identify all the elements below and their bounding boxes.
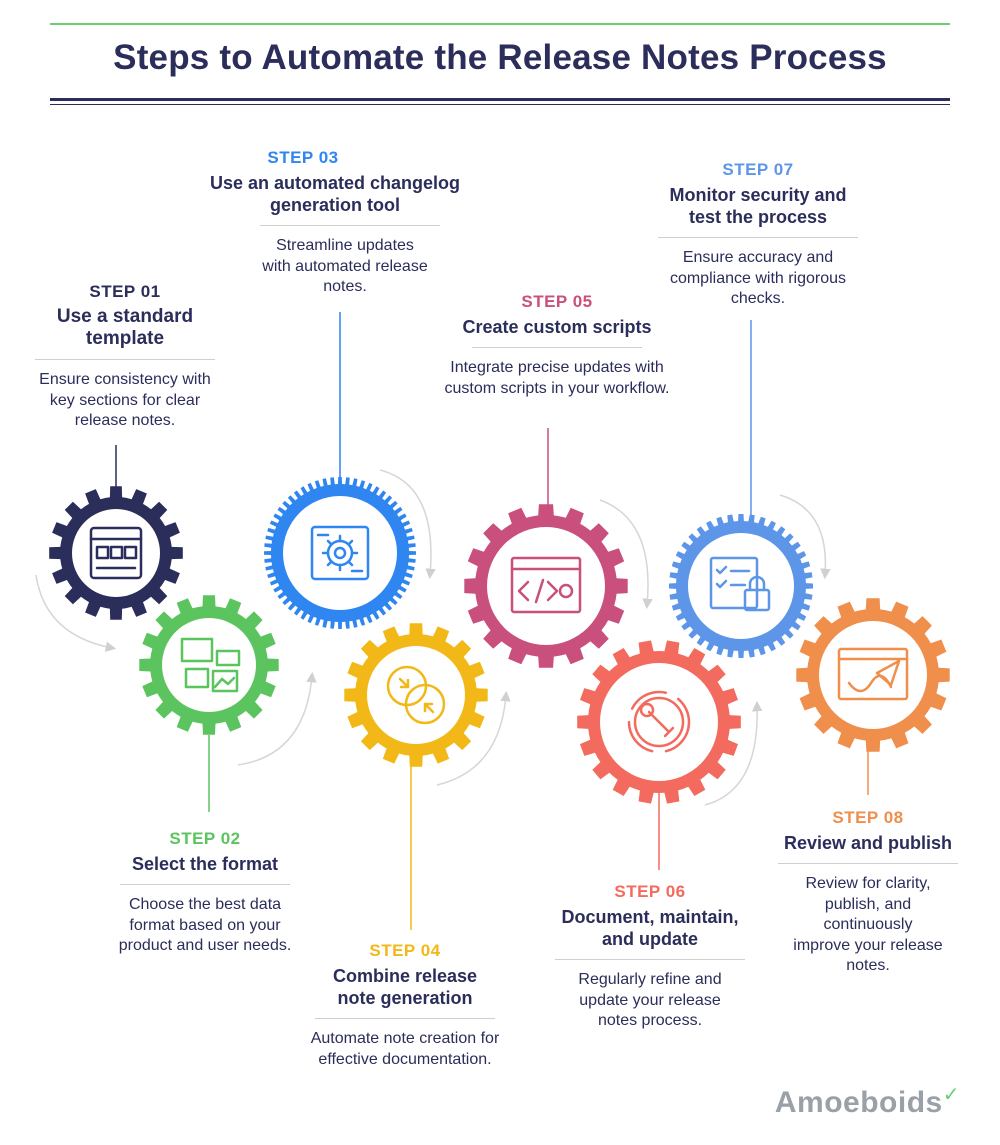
gear-step-01 — [49, 486, 183, 620]
step-03-rule — [260, 225, 440, 226]
gear-center — [367, 646, 465, 744]
step-04: STEP 04 Combine release note generation … — [300, 941, 510, 1070]
arrow-02 — [237, 671, 317, 766]
gear-center — [162, 618, 256, 712]
step-01-desc: Ensure consistency with key sections for… — [39, 371, 211, 429]
step-07-number: STEP 07 — [722, 160, 794, 179]
format-icon — [180, 637, 241, 693]
title-underline-thin — [50, 104, 950, 105]
step-01-rule — [35, 359, 215, 360]
top-divider — [50, 23, 950, 25]
step-07-desc: Ensure accuracy and compliance with rigo… — [669, 249, 847, 307]
gear-settings-icon — [310, 525, 370, 581]
step-06-title: Document, maintain, and update — [561, 907, 739, 949]
gear-center — [283, 496, 397, 610]
step-08-rule — [778, 863, 958, 864]
step-06-rule — [555, 959, 745, 960]
step-01-title: Use a standard template — [56, 306, 194, 349]
gear-step-08 — [796, 598, 950, 752]
step-02-desc: Choose the best data format based on you… — [118, 896, 292, 954]
template-icon — [89, 526, 143, 580]
gear-step-03 — [264, 477, 416, 629]
step-05-desc: Integrate precise updates with custom sc… — [444, 359, 670, 397]
step-05-title: Create custom scripts — [462, 317, 652, 337]
arrow-03 — [379, 469, 436, 580]
step-04-desc: Automate note creation for effective doc… — [310, 1030, 500, 1068]
step-04-number: STEP 04 — [369, 941, 441, 960]
step-05-rule — [472, 347, 642, 348]
arrow-01 — [35, 574, 117, 652]
step-07-rule — [658, 237, 858, 238]
publish-icon — [837, 647, 909, 701]
step-08-number: STEP 08 — [832, 808, 904, 827]
step-02-number: STEP 02 — [169, 829, 241, 848]
step-03-desc: Streamline updates with automated releas… — [262, 237, 428, 295]
arrow-06 — [704, 700, 763, 806]
step-08-title: Review and publish — [783, 833, 953, 853]
arrow-05 — [599, 499, 653, 610]
step-01-number: STEP 01 — [89, 282, 161, 301]
brand-name: Amoeboids — [774, 1086, 943, 1119]
step-03-number: STEP 03 — [267, 148, 339, 167]
gear-step-05 — [464, 504, 628, 668]
security-checklist-icon — [709, 556, 771, 612]
gear-step-06 — [577, 640, 741, 804]
step-08: STEP 08 Review and publish Review for cl… — [770, 808, 966, 977]
maintenance-icon — [627, 690, 691, 754]
gear-step-02 — [139, 595, 279, 735]
title-underline — [50, 98, 950, 101]
page-title: Steps to Automate the Release Notes Proc… — [113, 38, 887, 77]
step-03: STEP 03 Use an automated changelog gener… — [200, 148, 470, 298]
step-05-number: STEP 05 — [521, 292, 593, 311]
step-02-title: Select the format — [131, 854, 279, 874]
step-03-title: Use an automated changelog generation to… — [209, 173, 461, 215]
gear-center — [487, 527, 605, 645]
step-06-number: STEP 06 — [614, 882, 686, 901]
step-08-desc: Review for clarity, publish, and continu… — [793, 875, 943, 974]
leaf-icon: ✓ — [942, 1084, 960, 1106]
step-06-desc: Regularly refine and update your release… — [578, 971, 722, 1029]
step-01: STEP 01 Use a standard template Ensure c… — [25, 282, 225, 432]
brand-logo: Amoeboids✓ — [775, 1082, 960, 1120]
code-window-icon — [510, 556, 582, 614]
gear-center — [819, 621, 927, 729]
gear-step-07 — [669, 514, 813, 658]
arrow-04 — [436, 690, 511, 786]
step-04-rule — [315, 1018, 495, 1019]
gear-step-04 — [344, 623, 488, 767]
step-07: STEP 07 Monitor security and test the pr… — [640, 160, 876, 310]
step-02-rule — [120, 884, 290, 885]
step-06: STEP 06 Document, maintain, and update R… — [545, 882, 755, 1032]
merge-icon — [386, 665, 446, 725]
step-04-title: Combine release note generation — [332, 966, 478, 1008]
step-05: STEP 05 Create custom scripts Integrate … — [440, 292, 674, 399]
step-07-title: Monitor security and test the process — [669, 185, 847, 227]
arrow-07 — [779, 494, 831, 580]
gear-center — [72, 509, 160, 597]
step-02: STEP 02 Select the format Choose the bes… — [105, 829, 305, 957]
